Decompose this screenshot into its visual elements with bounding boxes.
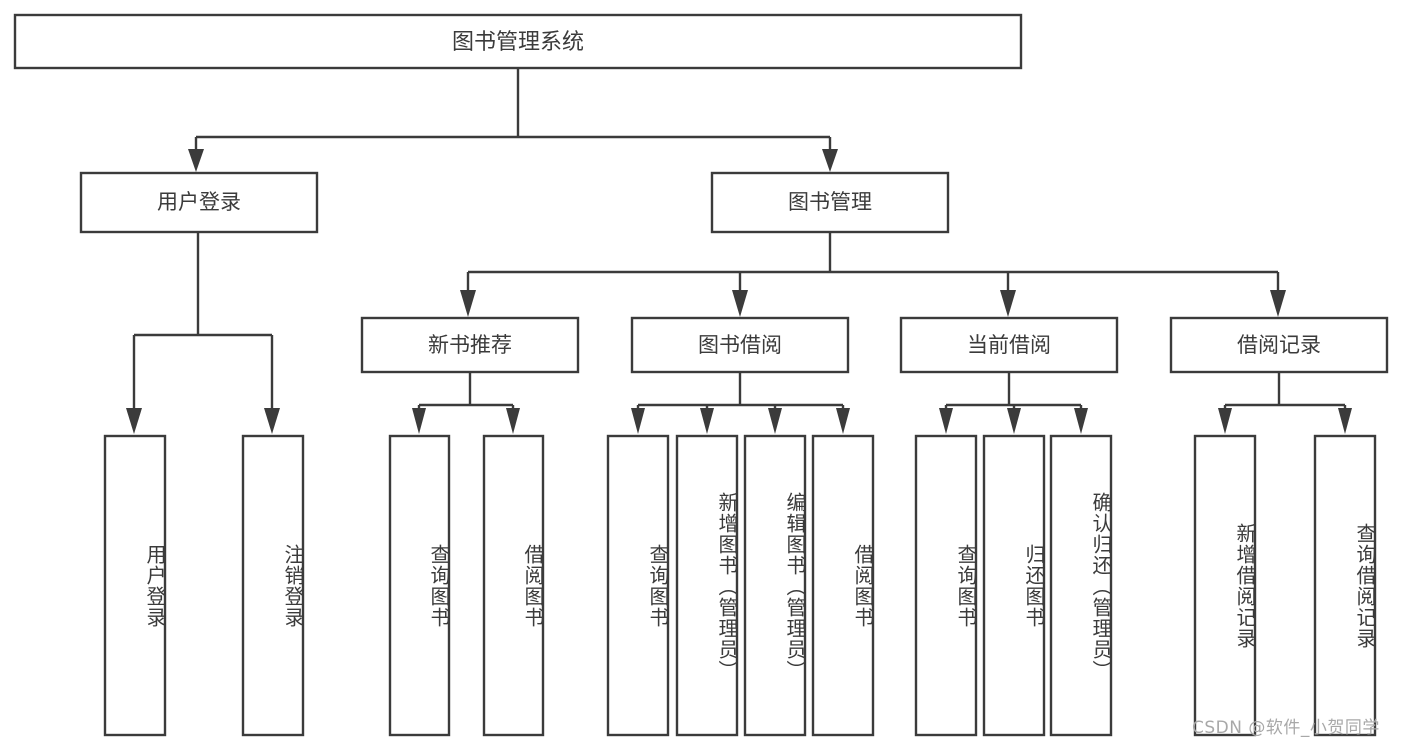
node-new-book-rec-label: 新书推荐 (428, 333, 512, 357)
node-borrow-record-box[interactable] (1169, 316, 1389, 374)
arrow-to-borrow-record (1270, 290, 1286, 317)
node-leaf-logout-box[interactable] (241, 434, 305, 737)
edges-group (126, 68, 1352, 434)
node-root-box[interactable] (13, 13, 1023, 70)
node-leaf-add-record[interactable] (1193, 434, 1257, 737)
node-leaf-query-record[interactable] (1313, 434, 1377, 737)
arrow-to-leaf-return-book (1007, 408, 1021, 434)
arrow-to-new-book-rec (460, 290, 476, 317)
arrow-to-leaf-logout (264, 408, 280, 434)
arrow-to-leaf-borrow-book-2 (836, 408, 850, 434)
node-new-book-rec-box[interactable] (360, 316, 580, 374)
node-leaf-add-book[interactable] (675, 434, 739, 737)
node-leaf-logout[interactable] (241, 434, 305, 737)
node-leaf-user-login[interactable] (103, 434, 167, 737)
arrow-to-leaf-query-record (1338, 408, 1352, 434)
node-leaf-return-book-box[interactable] (982, 434, 1046, 737)
arrow-to-current-borrow (1000, 290, 1016, 317)
node-user-login-box[interactable] (79, 171, 319, 234)
node-leaf-query-book-1[interactable] (388, 434, 451, 737)
arrow-to-leaf-query-book-2 (631, 408, 645, 434)
arrow-to-leaf-query-book-1 (412, 408, 426, 434)
node-leaf-add-record-box[interactable] (1193, 434, 1257, 737)
node-book-borrow[interactable]: 图书借阅 (630, 316, 850, 374)
node-leaf-query-book-1-box[interactable] (388, 434, 451, 737)
arrow-to-leaf-add-record (1218, 408, 1232, 434)
node-leaf-user-login-box[interactable] (103, 434, 167, 737)
node-borrow-record[interactable]: 借阅记录 (1169, 316, 1389, 374)
arrow-to-leaf-add-book (700, 408, 714, 434)
arrow-to-leaf-borrow-book-1 (506, 408, 520, 434)
node-leaf-add-book-box[interactable] (675, 434, 739, 737)
arrow-to-leaf-edit-book (768, 408, 782, 434)
node-leaf-confirm-return-box[interactable] (1049, 434, 1113, 737)
arrow-root-to-user-login (188, 149, 204, 172)
node-leaf-borrow-book-1-box[interactable] (482, 434, 545, 737)
node-leaf-confirm-return[interactable] (1049, 434, 1113, 737)
node-book-borrow-box[interactable] (630, 316, 850, 374)
node-leaf-borrow-book-2[interactable] (811, 434, 875, 737)
node-book-manage-box[interactable] (710, 171, 950, 234)
node-leaf-edit-book-box[interactable] (743, 434, 807, 737)
node-leaf-query-book-3-box[interactable] (914, 434, 978, 737)
arrow-to-leaf-confirm-return (1074, 408, 1088, 434)
node-leaf-edit-book[interactable] (743, 434, 807, 737)
node-book-manage[interactable]: 图书管理 (710, 171, 950, 234)
node-book-borrow-label: 图书借阅 (698, 333, 782, 357)
arrow-to-leaf-query-book-3 (939, 408, 953, 434)
node-leaf-query-book-3[interactable] (914, 434, 978, 737)
node-leaf-query-book-2[interactable] (606, 434, 670, 737)
node-book-manage-label: 图书管理 (788, 190, 872, 214)
node-leaf-return-book[interactable] (982, 434, 1046, 737)
node-user-login[interactable]: 用户登录 (79, 171, 319, 234)
node-new-book-rec[interactable]: 新书推荐 (360, 316, 580, 374)
arrow-to-leaf-user-login (126, 408, 142, 434)
node-current-borrow-box[interactable] (899, 316, 1119, 374)
node-root[interactable]: 图书管理系统 (13, 13, 1023, 70)
node-leaf-borrow-book-2-box[interactable] (811, 434, 875, 737)
node-current-borrow-label: 当前借阅 (967, 333, 1051, 357)
arrow-root-to-book-manage (822, 149, 838, 172)
node-borrow-record-label: 借阅记录 (1237, 333, 1321, 357)
node-current-borrow[interactable]: 当前借阅 (899, 316, 1119, 374)
node-user-login-label: 用户登录 (157, 190, 241, 214)
node-leaf-query-record-box[interactable] (1313, 434, 1377, 737)
node-leaf-borrow-book-1[interactable] (482, 434, 545, 737)
node-root-label: 图书管理系统 (452, 30, 584, 55)
arrow-to-book-borrow (732, 290, 748, 317)
csdn-watermark: CSDN @软件_小贺同学 (1192, 718, 1380, 738)
node-leaf-query-book-2-box[interactable] (606, 434, 670, 737)
